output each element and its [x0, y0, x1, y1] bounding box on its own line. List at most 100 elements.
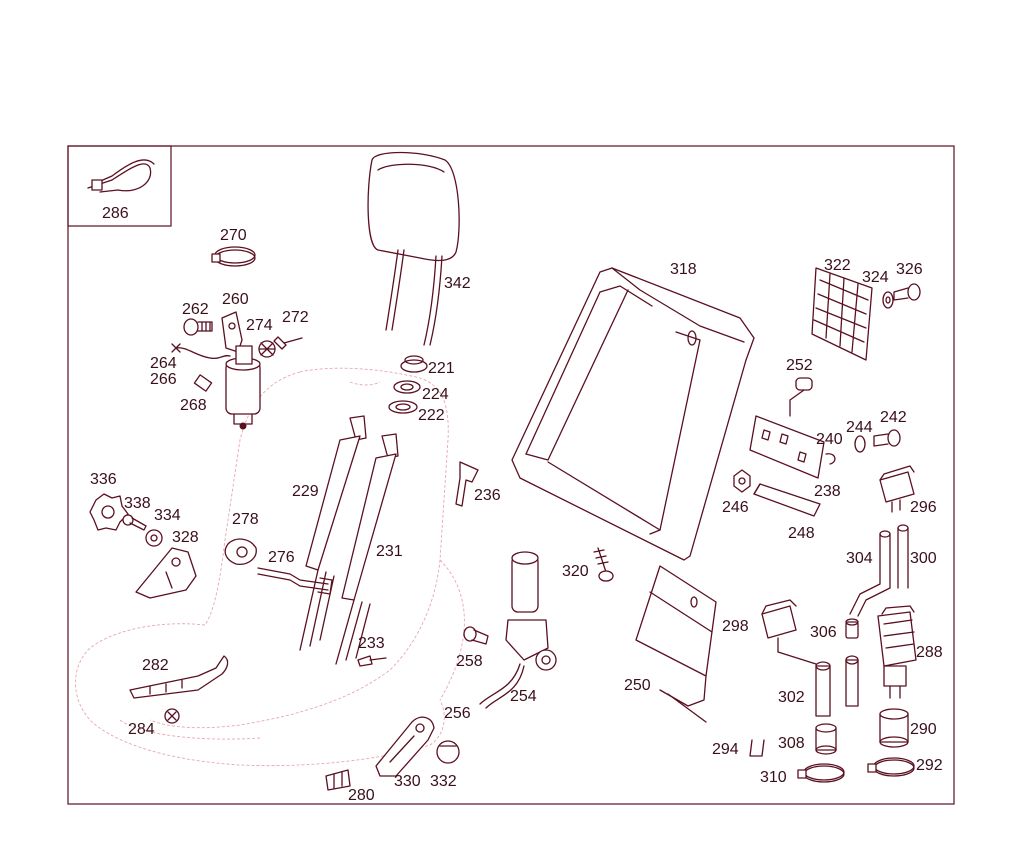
label-334: 334	[154, 507, 181, 524]
tube-304	[849, 530, 891, 617]
label-246: 246	[722, 499, 749, 516]
spacer-252	[789, 377, 813, 417]
label-248: 248	[788, 525, 815, 542]
knob-336	[89, 493, 129, 531]
screw-284	[164, 708, 180, 724]
clip-280	[325, 769, 351, 791]
tube-300	[897, 524, 909, 589]
sleeve-290	[879, 708, 909, 748]
label-258: 258	[456, 653, 483, 670]
hose-302	[815, 655, 859, 717]
label-268: 268	[180, 397, 207, 414]
ring-222	[388, 400, 418, 414]
label-294: 294	[712, 741, 739, 758]
pump-motor	[225, 345, 261, 430]
label-336: 336	[90, 471, 117, 488]
label-342: 342	[444, 275, 471, 292]
label-298: 298	[722, 618, 749, 635]
label-330: 330	[394, 773, 421, 790]
cover-panel-250	[635, 565, 717, 723]
label-324: 324	[862, 269, 889, 286]
label-270: 270	[220, 227, 247, 244]
label-302: 302	[778, 689, 805, 706]
bar-248	[753, 483, 821, 517]
screw-326	[893, 283, 921, 301]
label-272: 272	[282, 309, 309, 326]
label-242: 242	[880, 409, 907, 426]
label-256: 256	[444, 705, 471, 722]
hose-clamp-270	[211, 246, 256, 267]
label-264: 264	[150, 355, 177, 372]
label-274: 274	[246, 317, 273, 334]
handle-278	[224, 538, 257, 565]
nut-246	[733, 469, 751, 493]
label-306: 306	[810, 624, 837, 641]
label-308: 308	[778, 735, 805, 752]
label-229: 229	[292, 483, 319, 500]
label-338: 338	[124, 495, 151, 512]
wire-256	[479, 663, 525, 709]
clip-236	[455, 461, 479, 507]
clip-240	[825, 453, 836, 465]
washer-324	[882, 291, 894, 309]
label-231: 231	[376, 543, 403, 560]
connector-306	[845, 618, 859, 639]
label-290: 290	[910, 721, 937, 738]
net-322	[811, 267, 873, 361]
label-266: 266	[150, 371, 177, 388]
label-260: 260	[222, 291, 249, 308]
ring-224	[393, 380, 421, 394]
label-318: 318	[670, 261, 697, 278]
washer-244	[854, 435, 866, 453]
label-320: 320	[562, 563, 589, 580]
label-252: 252	[786, 357, 813, 374]
inset-box	[67, 145, 172, 227]
screw-320	[593, 547, 614, 582]
label-286: 286	[102, 205, 129, 222]
screw-272	[273, 336, 303, 350]
backrest-frame-318	[511, 267, 755, 561]
motor-254	[505, 551, 557, 671]
wire-264	[171, 343, 231, 360]
screw-262	[183, 318, 213, 336]
bracket-328	[135, 547, 197, 599]
clamp-310	[797, 763, 845, 783]
screw-242	[873, 429, 901, 447]
rail-282	[129, 655, 229, 699]
label-332: 332	[430, 773, 457, 790]
guide-221	[400, 355, 428, 373]
screw-258	[463, 626, 489, 645]
relay-298	[761, 599, 817, 665]
switch-296	[879, 465, 915, 513]
label-328: 328	[172, 529, 199, 546]
headrest-342	[367, 151, 460, 346]
label-244: 244	[846, 419, 873, 436]
label-233: 233	[358, 635, 385, 652]
pin-233	[357, 655, 387, 667]
label-254: 254	[510, 688, 537, 705]
diagram-frame	[67, 145, 955, 805]
label-278: 278	[232, 511, 259, 528]
label-326: 326	[896, 261, 923, 278]
label-322: 322	[824, 257, 851, 274]
labels: 286 270 262 260 274 272 264 266 268 342 …	[90, 205, 943, 804]
label-262: 262	[182, 301, 209, 318]
nut-274	[258, 340, 276, 358]
label-221: 221	[428, 360, 455, 377]
label-310: 310	[760, 769, 787, 786]
guide-tube-231	[335, 433, 399, 665]
plate-238	[749, 415, 825, 479]
lever-cover-330	[375, 716, 435, 777]
label-296: 296	[910, 499, 937, 516]
label-238: 238	[814, 483, 841, 500]
plug-268	[193, 374, 213, 392]
clip-294	[749, 739, 765, 757]
guide-tube-229	[299, 415, 367, 651]
label-304: 304	[846, 550, 873, 567]
label-236: 236	[474, 487, 501, 504]
bush-308	[815, 723, 837, 755]
lever-276	[257, 567, 333, 595]
washer-334	[145, 529, 163, 547]
screw-338	[122, 514, 147, 531]
